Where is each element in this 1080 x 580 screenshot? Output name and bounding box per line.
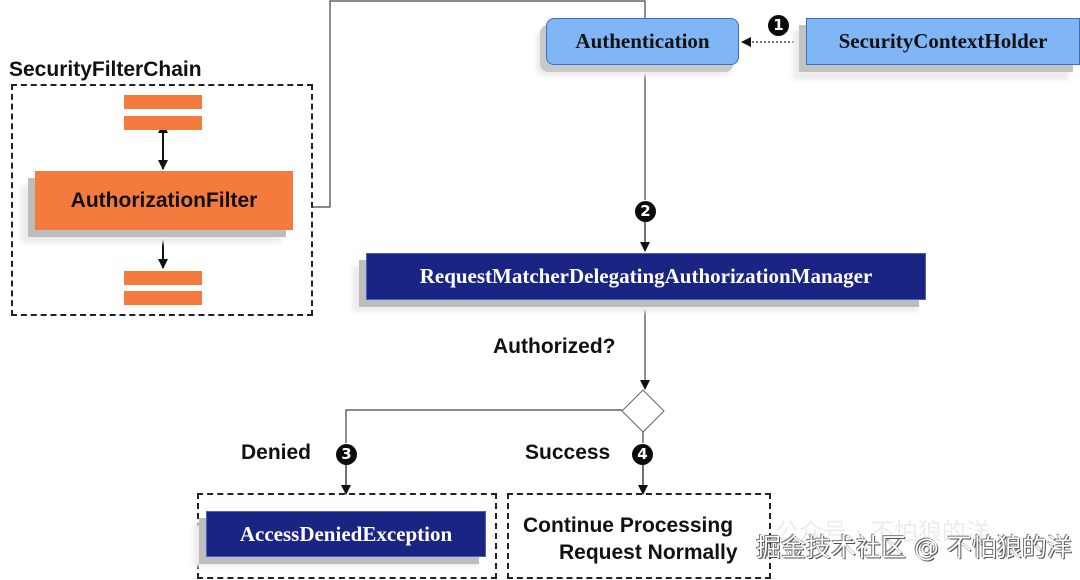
decision-label: Authorized? — [493, 335, 616, 358]
denied-branch-line — [345, 409, 622, 443]
upstream-filter-bar-1 — [124, 95, 202, 109]
step-2-badge: 2 — [635, 201, 656, 222]
downstream-filter-bar-2 — [124, 291, 202, 305]
continue-processing-line-2: Request Normally — [559, 541, 738, 564]
security-context-holder-node[interactable]: SecurityContextHolder — [806, 18, 1080, 65]
watermark-text: 掘金技术社区 @ 不怕狼的洋 — [756, 533, 1072, 562]
upstream-filter-bar-2 — [124, 116, 202, 130]
step-1-badge: 1 — [768, 15, 789, 36]
authentication-node[interactable]: Authentication — [546, 18, 739, 65]
authorization-filter-label: AuthorizationFilter — [70, 188, 258, 212]
step-3-badge: 3 — [336, 444, 357, 465]
filter-to-manager-connector — [312, 0, 646, 208]
access-denied-exception-label: AccessDeniedException — [239, 521, 453, 546]
authorization-manager-label: RequestMatcherDelegatingAuthorizationMan… — [419, 264, 873, 288]
security-context-holder-label: SecurityContextHolder — [838, 29, 1048, 53]
continue-processing-line-1: Continue Processing — [523, 514, 734, 537]
denied-label: Denied — [241, 441, 312, 464]
access-denied-exception-node[interactable]: AccessDeniedException — [206, 511, 486, 557]
authentication-label: Authentication — [575, 29, 710, 53]
decision-diamond — [621, 389, 665, 433]
continue-processing-text: Continue Processing Request Normally — [507, 512, 771, 566]
authorization-manager-node[interactable]: RequestMatcherDelegatingAuthorizationMan… — [366, 253, 926, 300]
watermark-ghost-text: 公众号 · 不怕狼的洋 — [775, 518, 990, 546]
downstream-filter-bar-1 — [124, 271, 202, 285]
authorization-filter-node[interactable]: AuthorizationFilter — [35, 171, 293, 230]
success-outcome-container — [507, 493, 771, 579]
success-label: Success — [525, 441, 611, 464]
step-4-badge: 4 — [632, 444, 653, 465]
security-filter-chain-title: SecurityFilterChain — [9, 58, 202, 81]
security-filter-chain-container — [11, 84, 313, 316]
